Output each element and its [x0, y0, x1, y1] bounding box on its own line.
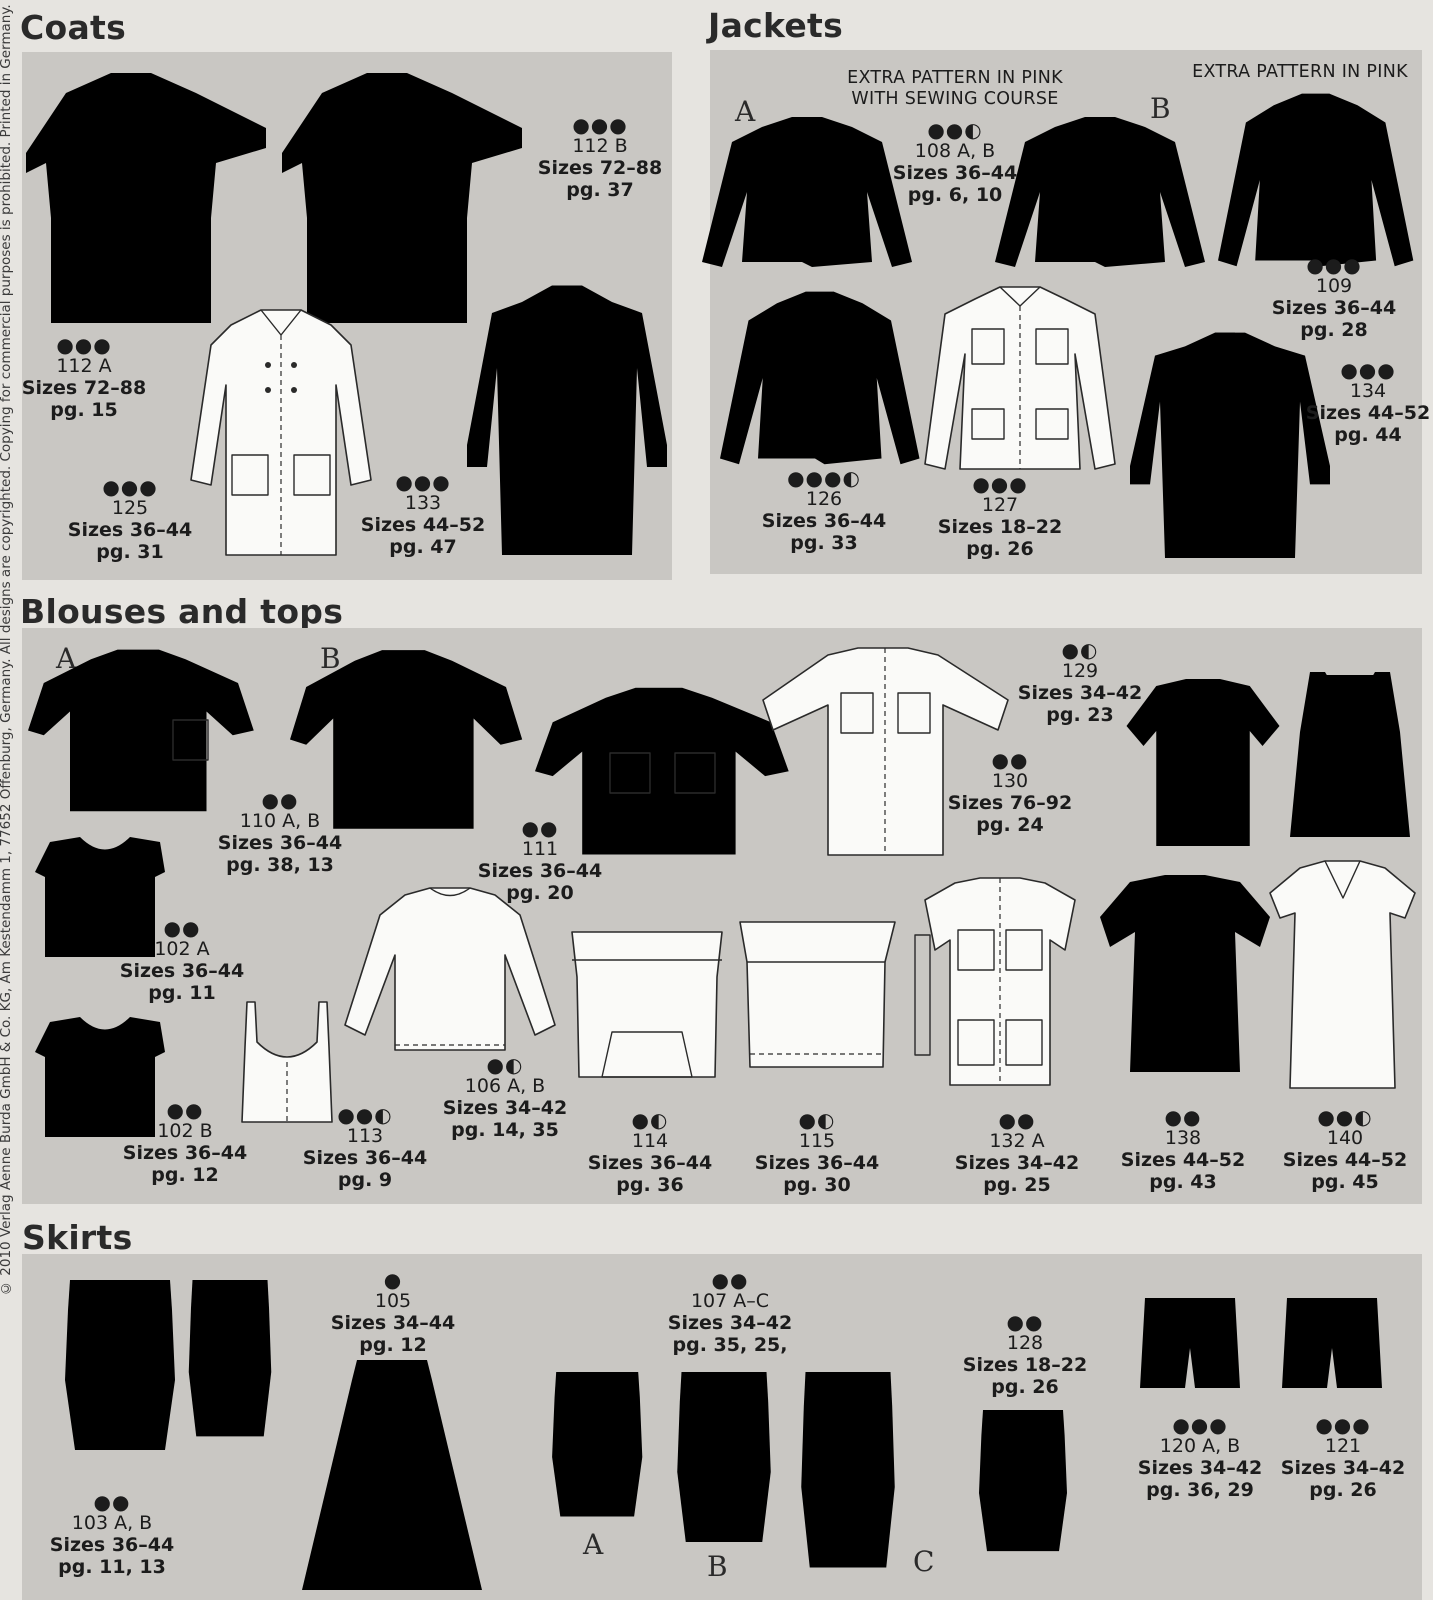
top-129-tee-drawing[interactable] — [1118, 676, 1283, 851]
shorts-121-drawing[interactable] — [1282, 1298, 1392, 1398]
skirt-107b-drawing[interactable] — [673, 1372, 778, 1547]
skirt-103a-drawing[interactable] — [60, 1280, 185, 1470]
coat-133-drawing[interactable] — [462, 280, 672, 560]
letter-b-blouse: B — [320, 642, 341, 675]
jacket-108b-drawing[interactable] — [995, 112, 1210, 272]
skirt-107c-drawing[interactable] — [797, 1372, 902, 1572]
jacket-126-drawing[interactable] — [720, 286, 925, 471]
skirt-107a-drawing[interactable] — [548, 1372, 648, 1522]
top-106-drawing[interactable] — [344, 885, 560, 1055]
top-129-tank-drawing[interactable] — [1280, 672, 1420, 844]
section-title-skirts: Skirts — [22, 1218, 133, 1257]
coat-125-drawing[interactable] — [176, 305, 386, 563]
blouse-111-drawing[interactable] — [535, 683, 790, 858]
jacket-127-drawing[interactable] — [920, 284, 1120, 474]
letter-a-skirt: A — [583, 1528, 604, 1561]
blouse-130-drawing[interactable] — [758, 645, 1013, 860]
skirt-128-drawing[interactable] — [975, 1410, 1075, 1555]
section-title-coats: Coats — [20, 8, 127, 47]
letter-a-jacket: A — [735, 95, 756, 128]
tunic-138-drawing[interactable] — [1095, 872, 1280, 1087]
top-114-drawing[interactable] — [567, 931, 727, 1097]
top-115-drawing[interactable] — [735, 921, 900, 1077]
letter-c-skirt: C — [913, 1545, 935, 1578]
section-title-jackets: Jackets — [708, 6, 844, 45]
letter-b-jacket: B — [1150, 92, 1171, 125]
shorts-120-drawing[interactable] — [1140, 1298, 1250, 1398]
coat-112a-drawing[interactable] — [26, 68, 276, 330]
note-pink: EXTRA PATTERN IN PINK — [1192, 62, 1408, 82]
jacket-108a-drawing[interactable] — [702, 112, 917, 272]
copyright-notice: © 2010 Verlag Aenne Burda GmbH & Co. KG,… — [0, 4, 14, 1296]
top-113-drawing[interactable] — [237, 1001, 337, 1127]
letter-a-blouse: A — [56, 642, 77, 675]
section-title-blouses: Blouses and tops — [20, 592, 344, 631]
skirt-103b-drawing[interactable] — [185, 1280, 275, 1440]
skirt-105-drawing[interactable] — [302, 1360, 487, 1600]
tunic-140-drawing[interactable] — [1265, 858, 1420, 1093]
jacket-109-drawing[interactable] — [1218, 88, 1418, 273]
blouse-110a-drawing[interactable] — [28, 645, 258, 825]
letter-b-skirt: B — [707, 1550, 728, 1583]
tunic-132a-drawing[interactable] — [910, 875, 1090, 1090]
